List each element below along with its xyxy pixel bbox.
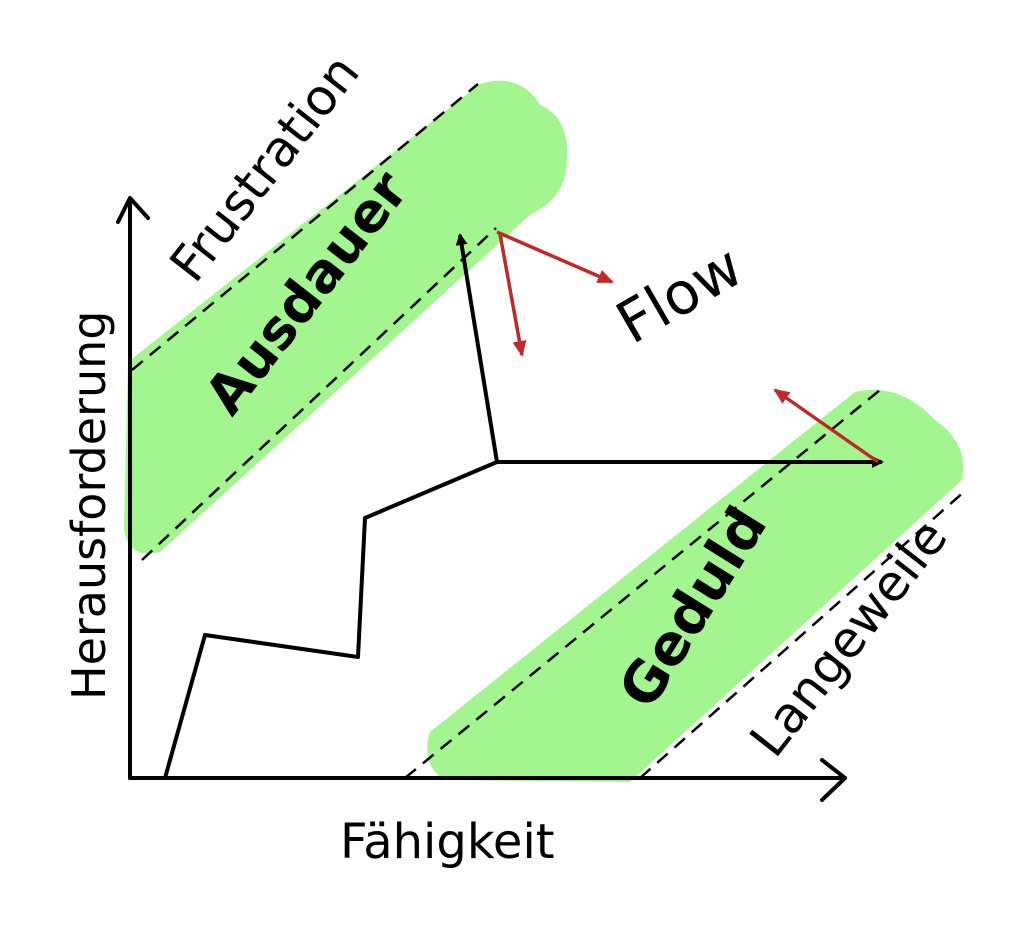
red-arrow-to-flow [496,230,614,284]
frustration-boundary [131,83,479,371]
red-arrow-up-left [773,388,880,464]
ausdauer-lower-boundary [141,227,497,561]
geduld-upper-boundary [404,389,881,779]
faehigkeit-label: Fähigkeit [340,814,555,870]
flow-label: Flow [605,232,754,357]
path-arrow-up [455,233,499,463]
geduld-band [427,389,964,782]
y-axis-arrow-icon [116,196,150,224]
langeweile-boundary [639,489,967,779]
herausforderung-label: Herausforderung [62,311,116,700]
x-axis-arrow-icon [820,758,847,802]
red-arrow-down [498,233,527,357]
learning-path [163,460,498,779]
ausdauer-band [124,80,568,554]
